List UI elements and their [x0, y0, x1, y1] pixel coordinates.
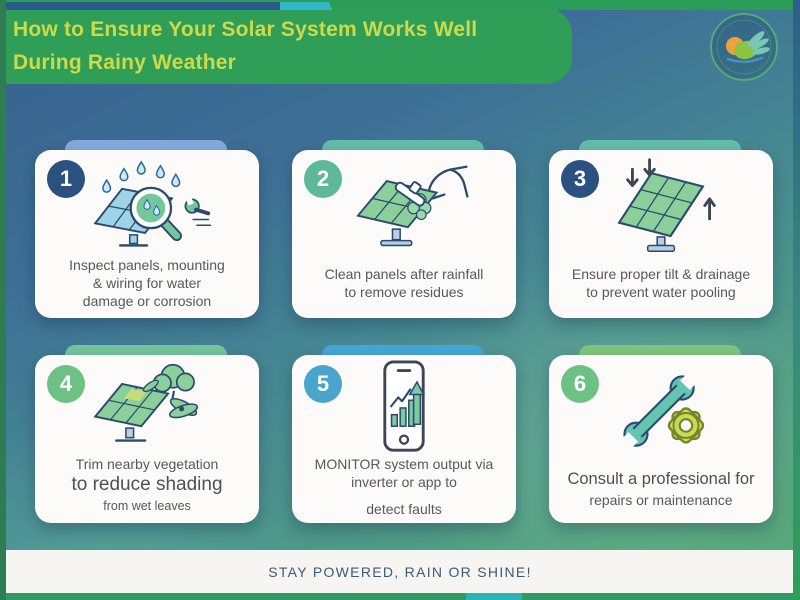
page-title-line2: During Rainy Weather [13, 51, 236, 74]
step-card-4: 4 [35, 345, 259, 523]
page-title-line1: How to Ensure Your Solar System Works We… [13, 18, 478, 41]
top-edge-decoration [0, 0, 800, 10]
bottom-green-bar [0, 593, 800, 600]
tilted-panel-arrows-icon [549, 154, 773, 256]
wrench-gear-icon [549, 359, 773, 461]
left-edge-strip [0, 0, 6, 600]
right-edge-strip [793, 0, 800, 600]
step-number-badge: 5 [304, 365, 342, 403]
step-text-line: detect faults [366, 501, 442, 517]
step-number-badge: 4 [47, 365, 85, 403]
step-number-badge: 3 [561, 160, 599, 198]
step-text-line: to reduce shading [71, 474, 223, 495]
phone-output-chart-icon [292, 359, 516, 455]
step-text-line: to remove residues [344, 284, 464, 300]
step-description: Clean panels after rainfall to remove re… [292, 256, 516, 318]
step-card-3: 3 [549, 140, 773, 318]
step-text-line: from wet leaves [103, 499, 191, 513]
step-text-line: Inspect panels, mounting [69, 257, 225, 273]
step-text-line: Consult a professional for [567, 470, 755, 488]
step-description: Trim nearby vegetation to reduce shading… [35, 455, 259, 523]
footer-bar: STAY POWERED, RAIN OR SHINE! [2, 550, 798, 593]
step-card-5: 5 [292, 345, 516, 523]
step-description: Ensure proper tilt & drainage to prevent… [549, 256, 773, 318]
step-description: Consult a professional for repairs or ma… [549, 461, 773, 523]
step-text-line: Clean panels after rainfall [324, 266, 484, 282]
steps-grid: 1 [35, 140, 775, 523]
step-card-6: 6 [549, 345, 773, 523]
step-number-badge: 1 [47, 160, 85, 198]
step-text-line: to prevent water pooling [586, 284, 736, 300]
step-text-line: damage or corrosion [82, 293, 212, 309]
top-navy-bar [0, 2, 330, 10]
panel-magnifier-raindrops-icon [35, 154, 259, 256]
sun-leaf-circle-badge-logo [708, 11, 780, 83]
step-text-line: repairs or maintenance [589, 492, 733, 508]
step-text-line: & wiring for water [92, 275, 202, 291]
step-text-line: MONITOR system output via [314, 456, 494, 472]
top-green-bar [330, 0, 800, 10]
header-banner: How to Ensure Your Solar System Works We… [6, 8, 572, 84]
panel-tree-pruning-icon [35, 359, 259, 455]
step-number-badge: 6 [561, 365, 599, 403]
step-number-badge: 2 [304, 160, 342, 198]
panel-squeegee-hand-icon [292, 154, 516, 256]
step-card-2: 2 [292, 140, 516, 318]
step-text-line: inverter or app to [351, 474, 457, 490]
step-card-1: 1 [35, 140, 259, 318]
bottom-cyan-accent [466, 593, 522, 600]
step-text-line: Ensure proper tilt & drainage [571, 266, 751, 282]
step-description: Inspect panels, mounting & wiring for wa… [35, 256, 259, 318]
top-green-line [0, 0, 800, 2]
footer-slogan: STAY POWERED, RAIN OR SHINE! [268, 563, 532, 580]
bottom-edge-decoration [0, 593, 800, 600]
step-text-line: Trim nearby vegetation [75, 456, 219, 472]
top-cyan-accent [280, 0, 332, 10]
step-description: MONITOR system output via inverter or ap… [292, 455, 516, 526]
